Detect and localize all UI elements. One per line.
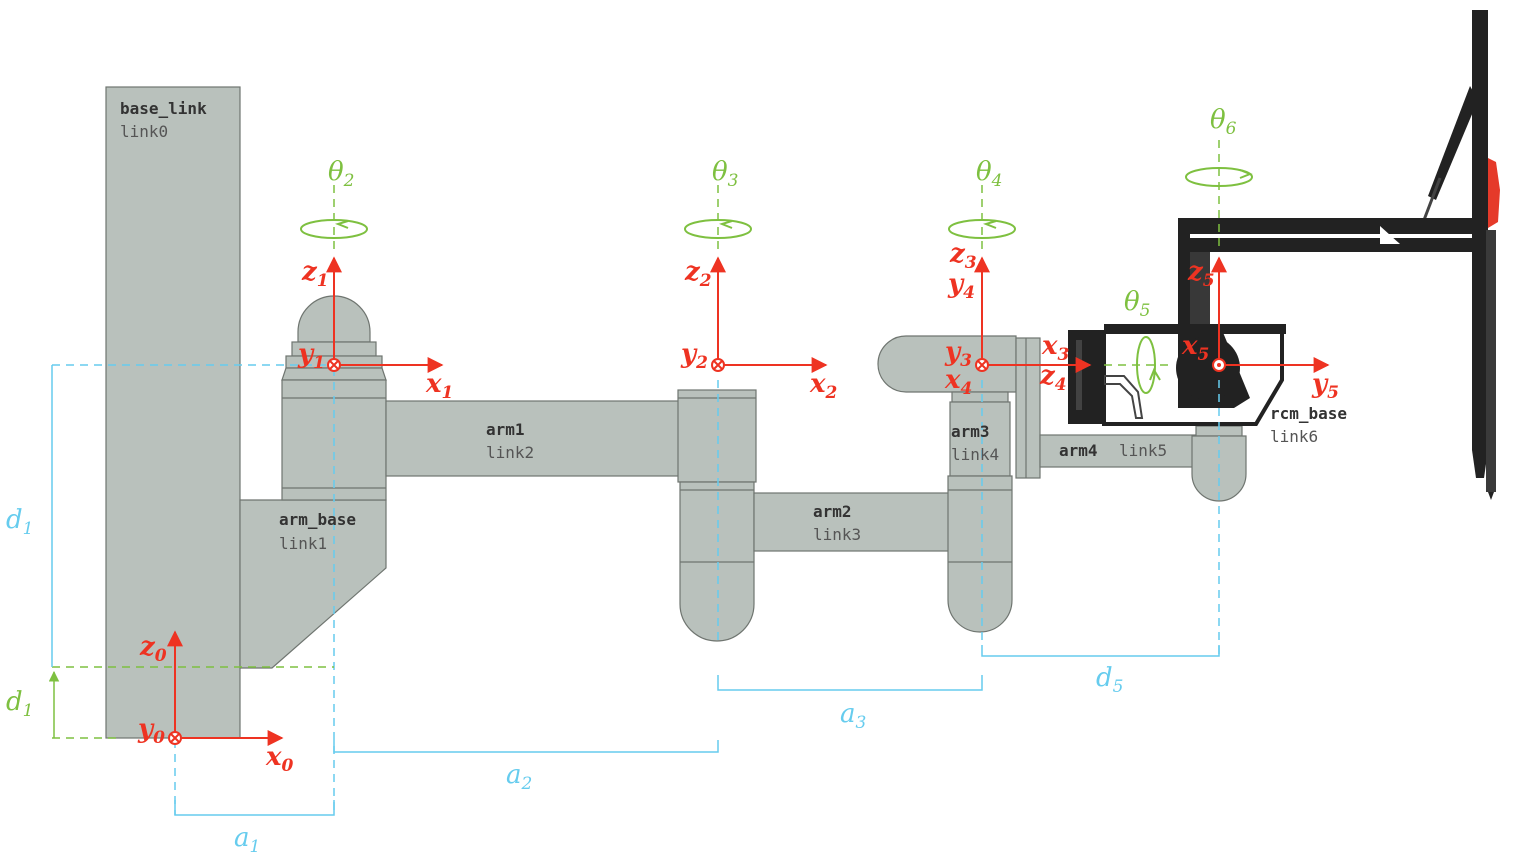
arm2-bar	[753, 492, 951, 552]
origin0-into-page-icon	[168, 731, 182, 745]
link-id-link4: link4	[951, 445, 999, 464]
tool-tip	[1472, 450, 1488, 478]
label-z1: z1	[301, 257, 329, 291]
arm1-bar	[385, 400, 681, 477]
link-id-link2: link2	[486, 443, 534, 462]
origin2-into-page-icon	[711, 358, 725, 372]
coordinate-frames	[167, 256, 1330, 746]
tool-mid-arm	[1190, 238, 1478, 252]
label-d5: d5	[1096, 663, 1123, 697]
label-y2: y2	[680, 339, 708, 373]
link-id-link0: link0	[120, 122, 168, 141]
link-label-arm3: arm3	[951, 422, 990, 441]
tool-shaft	[1486, 230, 1496, 492]
arm4-bar	[1039, 434, 1197, 468]
label-theta6: θ6	[1210, 105, 1237, 139]
origin3-into-page-icon	[975, 358, 989, 372]
origin5-out-of-page-icon	[1212, 358, 1226, 372]
tool-red-accent	[1488, 158, 1500, 228]
link-label-arm-base: arm_base	[279, 510, 356, 529]
theta4-rotation-icon	[948, 219, 1016, 239]
rcm-tool	[1068, 10, 1500, 500]
tool-mount-block	[1068, 330, 1104, 424]
origin1-into-page-icon	[327, 358, 341, 372]
dimension-labels: d1 d1 a1 a2 a3 d5	[6, 505, 1123, 857]
link-id-link1: link1	[279, 534, 327, 553]
label-z4: z4	[1039, 361, 1067, 395]
link-label-arm4: arm4	[1059, 441, 1098, 460]
label-x4: x4	[944, 365, 972, 399]
link-label-base-link: base_link	[120, 99, 207, 118]
label-x0: x0	[265, 742, 294, 776]
theta3-rotation-icon	[684, 219, 752, 239]
link-id-link3: link3	[813, 525, 861, 544]
label-a2: a2	[506, 760, 532, 794]
label-theta5: θ5	[1124, 287, 1150, 321]
label-d1-green: d1	[6, 687, 33, 721]
base-link-body	[105, 86, 241, 739]
joint3-lower	[947, 475, 1013, 633]
label-y1: y1	[297, 339, 325, 373]
label-a3: a3	[840, 699, 866, 733]
label-y4: y4	[947, 269, 975, 303]
label-d1-blue: d1	[6, 505, 33, 539]
label-x3: x3	[1041, 331, 1070, 365]
tool-pivot-disc	[1176, 336, 1240, 400]
label-x2: x2	[809, 369, 838, 403]
joint2-housing	[677, 389, 757, 483]
label-z5: z5	[1187, 257, 1215, 291]
theta6-rotation-icon	[1185, 167, 1253, 187]
label-y0: y0	[137, 714, 165, 748]
link-label-arm1: arm1	[486, 420, 525, 439]
tool-post	[1472, 10, 1488, 450]
frame-origins	[168, 358, 1226, 745]
label-z0: z0	[139, 632, 167, 666]
theta2-rotation-icon	[300, 219, 368, 239]
joint4-plate	[1015, 337, 1041, 479]
tool-top-arm	[1178, 218, 1478, 234]
link-id-link6: link6	[1270, 427, 1318, 446]
label-x1: x1	[425, 369, 453, 403]
joint-labels: θ2 θ3 θ4 θ5 θ6	[328, 105, 1237, 321]
rotation-indicators	[300, 167, 1253, 394]
link-label-arm2: arm2	[813, 502, 852, 521]
label-theta2: θ2	[328, 157, 354, 191]
label-z3: z3	[949, 239, 977, 273]
link-labels: base_link link0 arm_base link1 arm1 link…	[120, 99, 1347, 553]
label-x5: x5	[1181, 331, 1209, 365]
frame-labels: z0 y0 x0 z1 y1 x1 z2 y2 x2 z3 y4 y3 x4 x…	[137, 239, 1339, 776]
label-a1: a1	[234, 823, 260, 857]
joint3-mid	[949, 401, 1011, 477]
label-z2: z2	[684, 257, 712, 291]
theta5-rotation-icon	[1136, 336, 1156, 394]
label-y5: y5	[1311, 369, 1339, 403]
dashed-lines	[52, 140, 1220, 815]
dimension-lines	[48, 365, 1220, 816]
link-id-link5: link5	[1119, 441, 1167, 460]
label-y3: y3	[944, 337, 972, 371]
link-label-rcm-base: rcm_base	[1270, 404, 1347, 423]
label-theta3: θ3	[712, 157, 738, 191]
label-theta4: θ4	[976, 157, 1002, 191]
